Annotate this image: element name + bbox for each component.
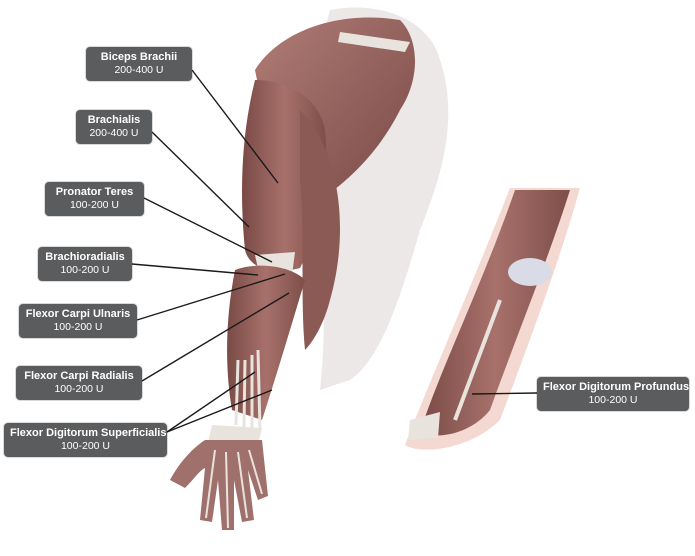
label-name: Flexor Digitorum Profundus [543, 381, 690, 393]
label-dose: 100-200 U [588, 394, 638, 406]
leader-fcu [136, 273, 286, 321]
label-flexor-digitorum-superficialis: Flexor Digitorum Superficialis 100-200 U [4, 423, 167, 457]
hand-tendons [205, 449, 263, 529]
label-name: Flexor Carpi Ulnaris [25, 308, 131, 320]
triceps-muscle [300, 110, 340, 350]
forearm-tendons [234, 349, 262, 431]
label-flexor-digitorum-profundus: Flexor Digitorum Profundus 100-200 U [537, 377, 689, 411]
inset-tendon [453, 299, 502, 421]
leader-brachialis [151, 131, 250, 228]
leader-fcr [141, 292, 290, 382]
inset-wrist-bone [408, 412, 440, 440]
label-biceps-brachii: Biceps Brachii 200-400 U [86, 47, 192, 81]
clavicle-bone [338, 32, 410, 52]
leader-pronator [143, 197, 273, 263]
leader-brachioradialis [131, 263, 259, 276]
label-dose: 100-200 U [54, 383, 104, 395]
label-name: Brachialis [87, 114, 141, 126]
label-name: Flexor Carpi Radialis [24, 370, 134, 382]
label-name: Biceps Brachii [100, 51, 178, 63]
label-dose: 100-200 U [53, 321, 103, 333]
label-dose: 200-400 U [89, 127, 139, 139]
leader-lines [131, 69, 538, 433]
label-name: Pronator Teres [55, 186, 134, 198]
leader-fdp [471, 392, 538, 395]
label-dose: 100-200 U [60, 440, 111, 452]
leader-fds-1 [166, 371, 256, 433]
label-name: Brachioradialis [45, 251, 125, 263]
leader-biceps [191, 69, 279, 184]
label-pronator-teres: Pronator Teres 100-200 U [45, 182, 144, 216]
label-flexor-carpi-radialis: Flexor Carpi Radialis 100-200 U [16, 366, 142, 400]
inset-elbow-joint [508, 258, 552, 286]
label-dose: 100-200 U [60, 264, 110, 276]
hand [170, 440, 268, 530]
label-dose: 100-200 U [69, 199, 120, 211]
label-brachioradialis: Brachioradialis 100-200 U [38, 247, 132, 281]
label-name: Flexor Digitorum Superficialis [10, 427, 167, 439]
label-flexor-carpi-ulnaris: Flexor Carpi Ulnaris 100-200 U [19, 304, 137, 338]
forearm-muscles [227, 265, 305, 420]
label-brachialis: Brachialis 200-400 U [76, 110, 152, 144]
leader-fds-2 [166, 389, 273, 433]
label-dose: 200-400 U [114, 64, 164, 76]
